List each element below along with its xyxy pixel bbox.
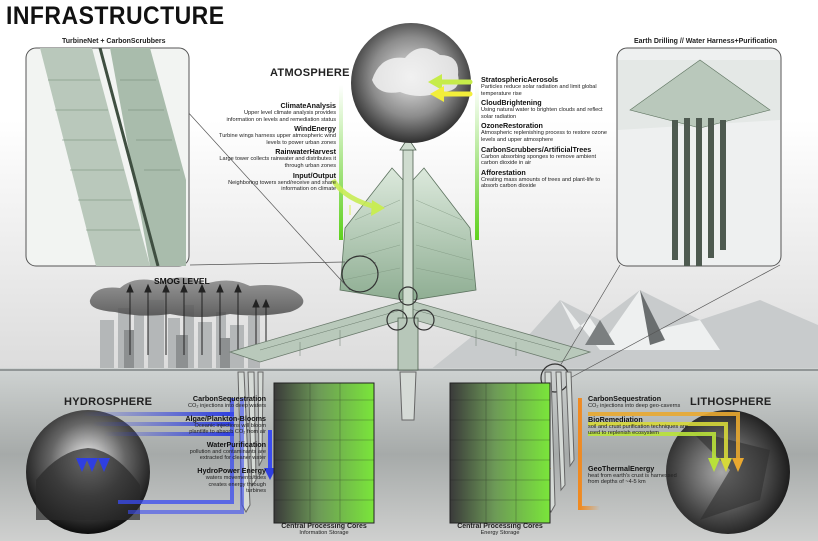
left-panel-title: TurbineNet + CarbonScrubbers: [62, 38, 166, 45]
atmosphere-label: ATMOSPHERE: [270, 67, 350, 79]
core-heading: Central Processing Cores: [457, 523, 543, 530]
atmo-item-ozone-restoration: OzoneRestoration Atmospheric replenishin…: [481, 122, 609, 143]
hydro-item-carbon-sequestration: CarbonSequestration CO₂ injections into …: [130, 395, 266, 410]
hydro-item-hydropower: HydroPower Energy waters movements/tides…: [130, 465, 266, 495]
atmosphere-left-list: ClimateAnalysis Upper level climate anal…: [218, 102, 336, 193]
item-heading: Afforestation: [481, 167, 526, 177]
litho-item-carbon-sequestration: CarbonSequestration CO₂ injections into …: [588, 395, 688, 410]
litho-item-geothermal: GeoThermalEnergy heat from earth's crust…: [588, 463, 688, 486]
atmosphere-right-list: StratosphericAerosols Particles reduce s…: [481, 76, 609, 190]
item-text: Neighboring towers send/receive and shar…: [228, 179, 336, 193]
hydro-item-algae-plankton: Algae/Plankton-Blooms Oceanic injections…: [130, 413, 266, 436]
hydrosphere-label: HYDROSPHERE: [64, 396, 153, 408]
item-heading: OzoneRestoration: [481, 121, 543, 131]
item-heading: CloudBrightening: [481, 98, 542, 108]
atmo-item-afforestation: Afforestation Creating mass amounts of t…: [481, 167, 609, 190]
core-caption-information: Central Processing Cores Information Sto…: [264, 523, 384, 536]
item-heading: WaterPurification: [206, 439, 266, 449]
item-text: waters movements/tides creates energy th…: [205, 474, 266, 495]
item-heading: CarbonSequestration: [192, 394, 266, 403]
item-text: Large tower collects rainwater and distr…: [219, 156, 336, 169]
core-caption-energy: Central Processing Cores Energy Storage: [440, 523, 560, 536]
atmo-item-climate-analysis: ClimateAnalysis Upper level climate anal…: [218, 102, 336, 123]
item-heading: CarbonSequestration: [588, 394, 662, 403]
core-subtext: Energy Storage: [480, 530, 520, 536]
item-text: soil and crust purification techniques a…: [588, 423, 688, 437]
atmo-item-cloud-brightening: CloudBrightening Using natural water to …: [481, 99, 609, 120]
item-heading: BioRemediation: [588, 414, 643, 424]
item-text: pollution and contaminants are extracted…: [189, 448, 266, 462]
item-heading: WindEnergy: [294, 124, 336, 134]
hydrosphere-list: CarbonSequestration CO₂ injections into …: [130, 395, 266, 495]
item-text: Carbon absorbing sponges to remove ambie…: [481, 153, 597, 167]
right-panel-title: Earth Drilling // Water Harness+Purifica…: [634, 38, 778, 45]
lithosphere-list: CarbonSequestration CO₂ injections into …: [588, 395, 688, 486]
item-text: Oceanic injections will bloom plantlife …: [189, 422, 266, 436]
item-heading: Input/Output: [292, 170, 336, 180]
atmo-item-rainwater-harvest: RainwaterHarvest Large tower collects ra…: [218, 148, 336, 169]
smog-level-label: SMOG LEVEL: [154, 276, 210, 286]
item-text: Creating mass amounts of trees and plant…: [481, 176, 601, 190]
atmo-item-wind-energy: WindEnergy Turbine wings harness upper a…: [218, 125, 336, 146]
item-heading: Algae/Plankton-Blooms: [185, 413, 266, 423]
atmo-item-carbon-scrubbers: CarbonScrubbers/ArtificialTrees Carbon a…: [481, 144, 609, 167]
core-heading: Central Processing Cores: [281, 523, 367, 530]
item-text: CO₂ injections into deep geo-caverns: [588, 403, 681, 409]
item-text: heat from earth's crust is harnessed fro…: [588, 472, 677, 486]
item-text: Turbine wings harness upper atmospheric …: [218, 133, 336, 146]
page-title: INFRASTRUCTURE: [6, 2, 225, 30]
item-heading: RainwaterHarvest: [275, 147, 336, 157]
atmo-item-input-output: Input/Output Neighboring towers send/rec…: [218, 170, 336, 193]
lithosphere-label: LITHOSPHERE: [690, 396, 772, 408]
item-text: Upper level climate analysis provides in…: [226, 110, 336, 123]
item-text: Using natural water to brighten clouds a…: [481, 107, 603, 120]
item-text: Atmospheric replenishing process to rest…: [481, 130, 607, 143]
item-heading: GeoThermalEnergy: [588, 463, 655, 473]
item-heading: ClimateAnalysis: [280, 101, 336, 110]
item-text: CO₂ injections into deep waters: [187, 403, 266, 409]
hydro-item-water-purification: WaterPurification pollution and contamin…: [130, 439, 266, 462]
item-heading: HydroPower Energy: [197, 465, 266, 475]
litho-item-bioremediation: BioRemediation soil and crust purificati…: [588, 414, 688, 437]
atmo-item-stratospheric-aerosols: StratosphericAerosols Particles reduce s…: [481, 76, 609, 97]
item-heading: StratosphericAerosols: [481, 75, 559, 84]
item-heading: CarbonScrubbers/ArtificialTrees: [481, 144, 592, 154]
item-text: Particles reduce solar radiation and lim…: [481, 84, 597, 97]
core-subtext: Information Storage: [299, 530, 349, 536]
